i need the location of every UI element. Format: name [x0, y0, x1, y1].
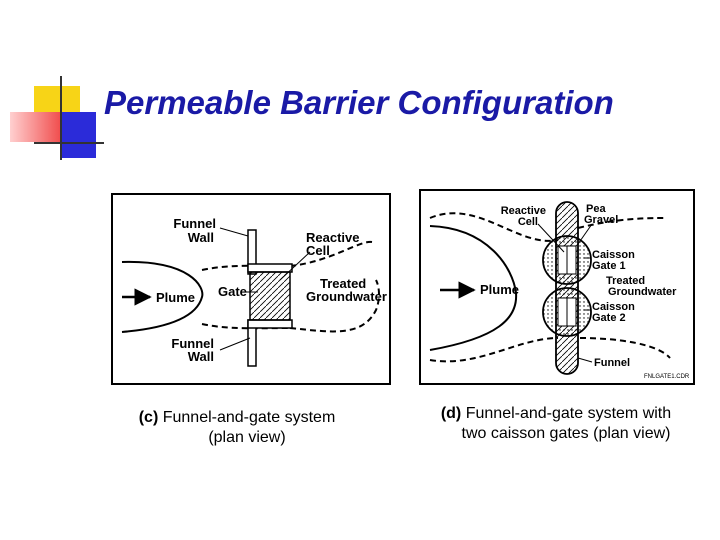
treated-flow-line-bottom — [579, 337, 671, 359]
label-reactive-cell-1: Reactive — [501, 205, 546, 217]
label-funnel-wall-bottom-1: Funnel — [171, 336, 214, 351]
gate-frame-bottom — [247, 319, 293, 329]
diagram-c-funnel-and-gate: Funnel Wall Reactive Cell Plume Gate Tre… — [111, 193, 391, 385]
deco-horizontal-line — [34, 142, 104, 144]
caption-d-text: Funnel-and-gate system with — [465, 405, 672, 422]
caption-d-line1: (d) Funnel-and-gate system with — [424, 404, 688, 424]
flow-line-bottom — [201, 323, 291, 330]
leader-funnel-wall-top — [219, 227, 249, 237]
plume-boundary — [429, 225, 518, 351]
leader-reactive-cell — [279, 251, 311, 281]
flow-line-bottom — [429, 337, 559, 363]
label-reactive-cell-2: Cell — [518, 216, 538, 228]
label-caisson-gate1-1: Caisson — [592, 249, 635, 261]
label-plume: Plume — [156, 290, 195, 305]
label-gate: Gate — [218, 284, 247, 299]
leader-reactive-cell — [537, 223, 565, 253]
caption-d: (d) Funnel-and-gate system with two cais… — [424, 404, 688, 444]
leader-funnel — [577, 357, 593, 363]
leader-funnel-wall-bottom — [219, 337, 251, 351]
label-funnel-wall-bottom-2: Wall — [188, 349, 214, 364]
slide-title: Permeable Barrier Configuration — [104, 84, 614, 121]
label-treated-2: Groundwater — [608, 286, 677, 298]
caption-d-line2: two caisson gates (plan view) — [461, 425, 671, 442]
label-funnel-wall-top-1: Funnel — [173, 216, 216, 231]
label-funnel: Funnel — [594, 357, 630, 369]
label-reactive-cell-2: Cell — [306, 243, 330, 258]
label-treated-1: Treated — [606, 275, 645, 287]
label-treated-2: Groundwater — [306, 289, 387, 304]
label-caisson-gate2-2: Gate 2 — [592, 312, 626, 324]
deco-red-square — [10, 112, 62, 142]
treated-flow-line-top — [577, 217, 665, 229]
caption-d-letter: (d) — [440, 405, 462, 422]
deco-vertical-line — [60, 76, 62, 160]
treated-flow-line-top — [289, 240, 373, 267]
label-treated-1: Treated — [320, 276, 366, 291]
caption-c-line2: (plan view) — [208, 429, 286, 446]
diagram-d-caisson-gates: Reactive Cell Pea Gravel Caisson Gate 1 … — [419, 189, 695, 385]
label-pea-gravel-1: Pea — [586, 203, 606, 215]
label-plume: Plume — [480, 282, 519, 297]
caption-c: (c) Funnel-and-gate system (plan view) — [110, 408, 364, 448]
flow-line-top — [201, 264, 291, 271]
gate-frame-top — [247, 263, 293, 273]
label-caisson-gate2-1: Caisson — [592, 301, 635, 313]
caption-c-letter: (c) — [138, 409, 159, 426]
treated-flow-line-bottom — [289, 279, 380, 333]
label-pea-gravel-2: Gravel — [584, 214, 618, 226]
deco-blue-square — [62, 112, 96, 158]
label-funnel-wall-top-2: Wall — [188, 230, 214, 245]
caption-c-text: Funnel-and-gate system — [162, 409, 336, 426]
caption-c-line1: (c) Funnel-and-gate system — [110, 408, 364, 428]
label-file-id: FNLGATE1.CDR — [644, 374, 690, 380]
leader-pea-gravel — [577, 223, 593, 245]
reactive-cell — [249, 271, 291, 321]
label-caisson-gate1-2: Gate 1 — [592, 260, 626, 272]
plume-boundary — [121, 260, 204, 333]
label-reactive-cell-1: Reactive — [306, 230, 359, 245]
